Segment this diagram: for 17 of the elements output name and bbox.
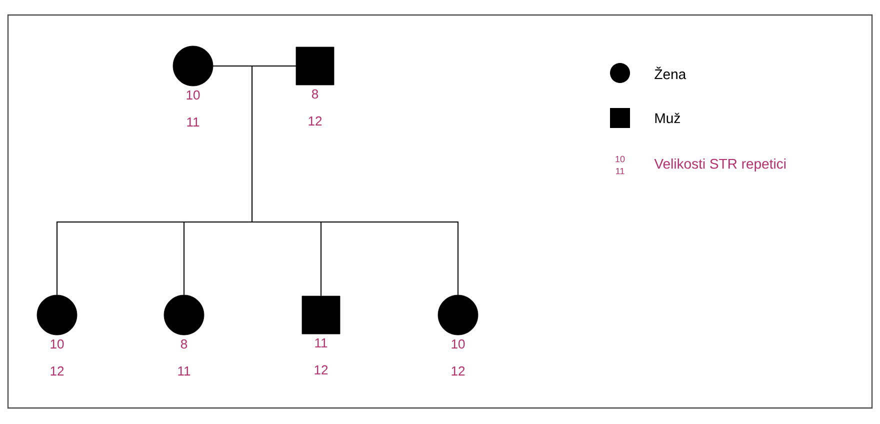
allele-label: 8 11: [178, 339, 190, 376]
legend-sample: 10 11: [616, 156, 625, 174]
female-symbol: [172, 46, 214, 86]
female-symbol: [438, 294, 478, 336]
female-symbol: [36, 294, 78, 336]
allele-label: 10 12: [50, 339, 64, 376]
allele-label: 10 12: [452, 339, 465, 376]
legend-text: Žena: [654, 66, 686, 80]
legend-text: Velikosti STR repetici: [654, 158, 786, 172]
legend-text: Muž: [655, 112, 680, 124]
allele-label: 11 12: [314, 338, 328, 374]
allele-label: 10 11: [186, 90, 200, 126]
male-symbol: [302, 296, 340, 334]
allele-label: 8 12: [308, 89, 322, 126]
female-symbol: [164, 294, 204, 336]
male-symbol: [296, 46, 334, 86]
pedigree-line: [252, 66, 458, 296]
